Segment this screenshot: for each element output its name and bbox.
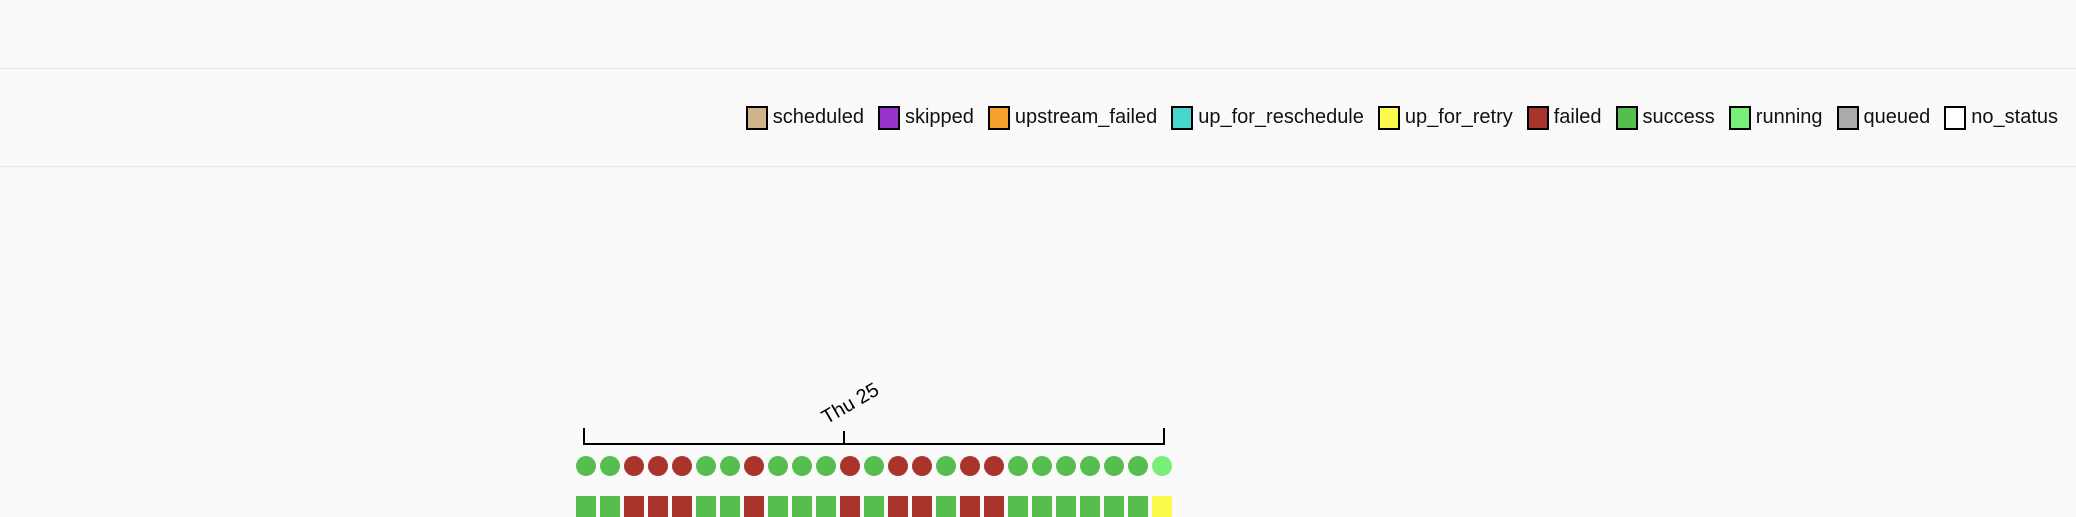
- dag-run-circle-failed[interactable]: [960, 456, 980, 476]
- task-instance-square-success[interactable]: [768, 496, 788, 517]
- task-instance-square-failed[interactable]: [744, 496, 764, 517]
- legend-label: skipped: [904, 106, 974, 128]
- legend-item-up_for_reschedule: up_for_reschedule: [1171, 105, 1364, 130]
- dag-run-circle-success[interactable]: [576, 456, 596, 476]
- task-instance-square-success[interactable]: [576, 496, 596, 517]
- dag-run-circle-failed[interactable]: [984, 456, 1004, 476]
- dag-run-circle-success[interactable]: [768, 456, 788, 476]
- task-instance-square-success[interactable]: [1128, 496, 1148, 517]
- status-legend-row: scheduled skipped upstream_failed up_for_re…: [0, 69, 2076, 167]
- legend-swatch-up_for_retry: [1377, 105, 1400, 130]
- task-instance-square-success[interactable]: [792, 496, 812, 517]
- legend-swatch-queued: [1836, 105, 1859, 130]
- dag-run-circle-failed[interactable]: [912, 456, 932, 476]
- task-instance-square-failed[interactable]: [912, 496, 932, 517]
- axis-tick-label: Thu 25: [818, 378, 883, 429]
- dag-run-circle-failed[interactable]: [744, 456, 764, 476]
- legend-swatch-upstream_failed: [987, 105, 1010, 130]
- dag-run-circle-success[interactable]: [1032, 456, 1052, 476]
- legend-item-upstream_failed: upstream_failed: [987, 105, 1158, 130]
- task-instance-square-up_for_retry[interactable]: [1152, 496, 1172, 517]
- legend-swatch-skipped: [877, 105, 900, 130]
- status-grid-chart: Thu 25: [0, 167, 2076, 517]
- legend-swatch-success: [1615, 105, 1638, 130]
- dag-run-circle-success[interactable]: [1056, 456, 1076, 476]
- task-instance-square-success[interactable]: [864, 496, 884, 517]
- dag-run-circle-success[interactable]: [720, 456, 740, 476]
- time-axis: [583, 428, 1165, 445]
- task-instance-square-failed[interactable]: [840, 496, 860, 517]
- task-instance-square-success[interactable]: [720, 496, 740, 517]
- dag-run-circle-failed[interactable]: [672, 456, 692, 476]
- legend-label: scheduled: [772, 106, 864, 128]
- legend-item-queued: queued: [1836, 105, 1931, 130]
- legend-swatch-running: [1728, 105, 1751, 130]
- legend-item-failed: failed: [1526, 105, 1602, 130]
- task-instance-square-success[interactable]: [1008, 496, 1028, 517]
- legend-item-no_status: no_status: [1944, 105, 2058, 130]
- dag-run-circle-running[interactable]: [1152, 456, 1172, 476]
- task-instance-square-success[interactable]: [1032, 496, 1052, 517]
- dag-run-circle-success[interactable]: [936, 456, 956, 476]
- task-instance-square-success[interactable]: [936, 496, 956, 517]
- legend-item-scheduled: scheduled: [745, 105, 864, 130]
- task-instance-square-success[interactable]: [816, 496, 836, 517]
- dag-run-circle-success[interactable]: [696, 456, 716, 476]
- dag-run-circle-failed[interactable]: [888, 456, 908, 476]
- dag-run-row: [576, 456, 1172, 476]
- task-instance-square-success[interactable]: [1056, 496, 1076, 517]
- legend-label: success: [1642, 106, 1715, 128]
- task-instance-square-success[interactable]: [696, 496, 716, 517]
- dag-run-circle-success[interactable]: [816, 456, 836, 476]
- legend-swatch-no_status: [1944, 105, 1967, 130]
- legend-label: up_for_reschedule: [1198, 106, 1364, 128]
- dag-run-circle-success[interactable]: [600, 456, 620, 476]
- legend-swatch-failed: [1526, 105, 1549, 130]
- task-instance-row: [576, 496, 1172, 517]
- legend-item-running: running: [1728, 105, 1823, 130]
- dag-run-circle-failed[interactable]: [648, 456, 668, 476]
- legend-label: failed: [1553, 106, 1602, 128]
- dag-run-circle-success[interactable]: [792, 456, 812, 476]
- task-instance-square-failed[interactable]: [960, 496, 980, 517]
- dag-run-circle-success[interactable]: [1080, 456, 1100, 476]
- legend-swatch-scheduled: [745, 105, 768, 130]
- task-instance-square-failed[interactable]: [648, 496, 668, 517]
- dag-run-circle-failed[interactable]: [624, 456, 644, 476]
- legend-item-up_for_retry: up_for_retry: [1377, 105, 1513, 130]
- dag-run-circle-success[interactable]: [1104, 456, 1124, 476]
- top-toolbar: [0, 0, 2076, 69]
- legend-label: up_for_retry: [1404, 106, 1513, 128]
- dag-run-circle-success[interactable]: [1008, 456, 1028, 476]
- status-legend: scheduled skipped upstream_failed up_for_re…: [745, 105, 2058, 130]
- task-instance-square-success[interactable]: [1104, 496, 1124, 517]
- task-instance-square-success[interactable]: [600, 496, 620, 517]
- legend-swatch-up_for_reschedule: [1171, 105, 1194, 130]
- legend-label: no_status: [1971, 106, 2058, 128]
- legend-label: queued: [1863, 106, 1931, 128]
- legend-item-skipped: skipped: [877, 105, 974, 130]
- task-instance-square-failed[interactable]: [984, 496, 1004, 517]
- task-instance-square-failed[interactable]: [624, 496, 644, 517]
- dag-run-circle-success[interactable]: [1128, 456, 1148, 476]
- dag-run-circle-failed[interactable]: [840, 456, 860, 476]
- dag-run-circle-success[interactable]: [864, 456, 884, 476]
- legend-item-success: success: [1615, 105, 1715, 130]
- legend-label: running: [1755, 106, 1823, 128]
- task-instance-square-failed[interactable]: [672, 496, 692, 517]
- task-instance-square-success[interactable]: [1080, 496, 1100, 517]
- legend-label: upstream_failed: [1014, 106, 1158, 128]
- task-instance-square-failed[interactable]: [888, 496, 908, 517]
